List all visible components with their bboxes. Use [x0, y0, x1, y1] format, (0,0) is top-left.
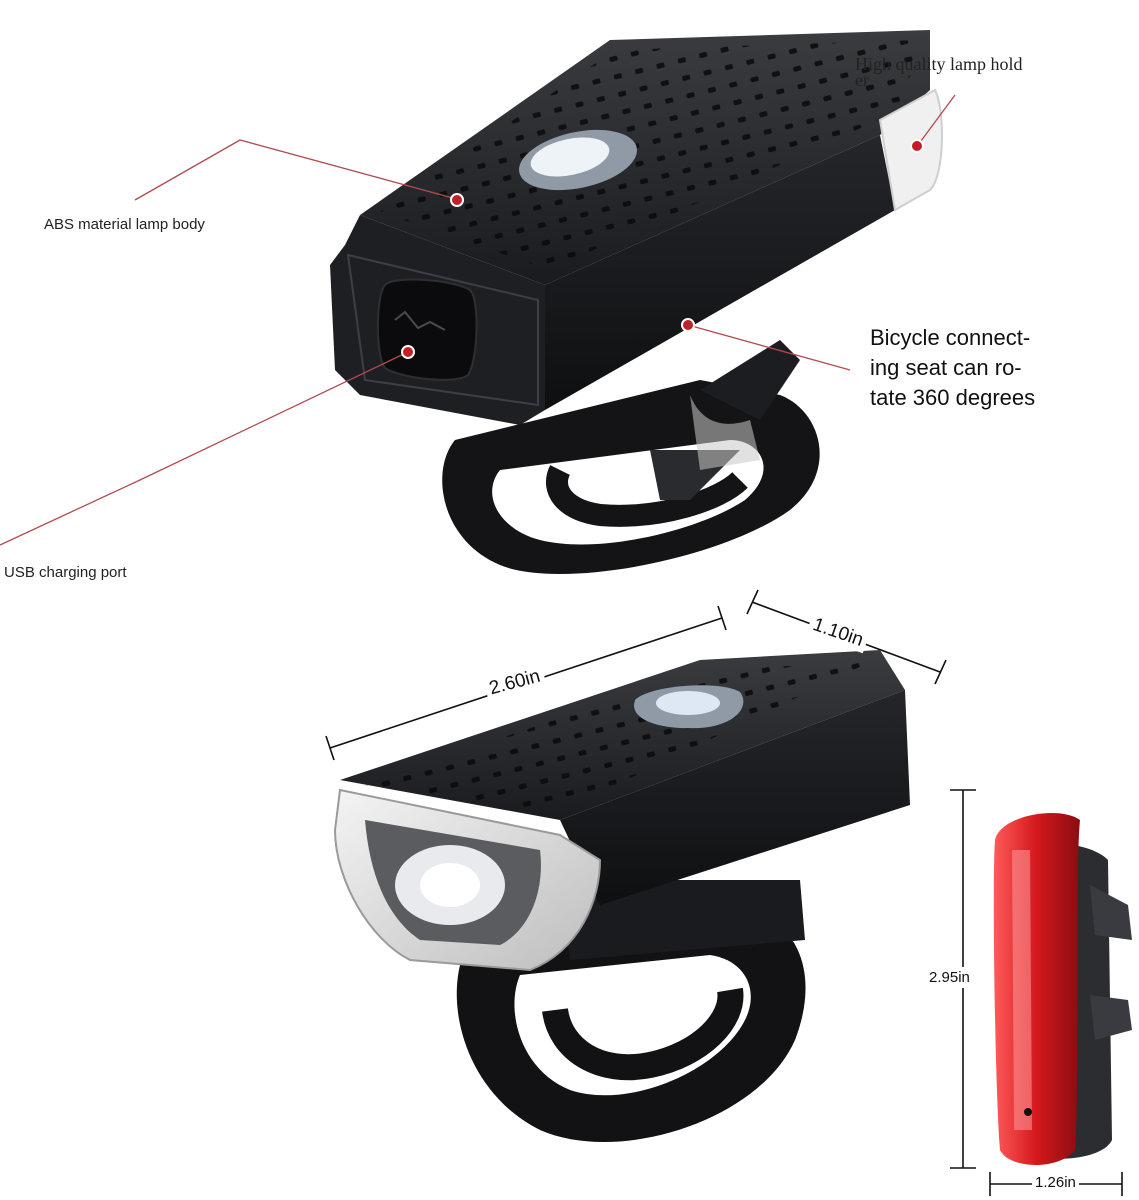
tail-light-red-lens [993, 812, 1080, 1165]
top-light-mount [442, 340, 820, 574]
callout-lines [0, 94, 956, 546]
callout-lamp-holder-line1: High quality lamp hold [855, 54, 1023, 74]
dimension-tail-height: 2.95in [929, 967, 970, 988]
callout-connecting-seat-line3: tate 360 degrees [870, 385, 1036, 410]
front-light-body-side [560, 690, 910, 905]
front-light [333, 650, 910, 1143]
top-light-body-side [545, 135, 895, 410]
callout-connecting-seat: Bicycle connect- ing seat can ro- tate 3… [870, 323, 1035, 413]
top-light [330, 30, 943, 574]
lamp-holder-white [878, 88, 943, 212]
callout-lamp-body: ABS material lamp body [44, 216, 205, 233]
tail-light [993, 812, 1132, 1165]
dimension-tail-width: 1.26in [1032, 1174, 1079, 1191]
callout-connecting-seat-line1: Bicycle connect- [870, 325, 1031, 350]
callout-dots [401, 139, 924, 359]
callout-usb-port: USB charging port [4, 564, 127, 581]
callout-lamp-holder-line2: er [855, 70, 869, 90]
callout-lamp-holder: High quality lamp hold er [855, 54, 1023, 90]
usb-cap [376, 278, 478, 381]
callout-connecting-seat-line2: ing seat can ro- [870, 355, 1022, 380]
